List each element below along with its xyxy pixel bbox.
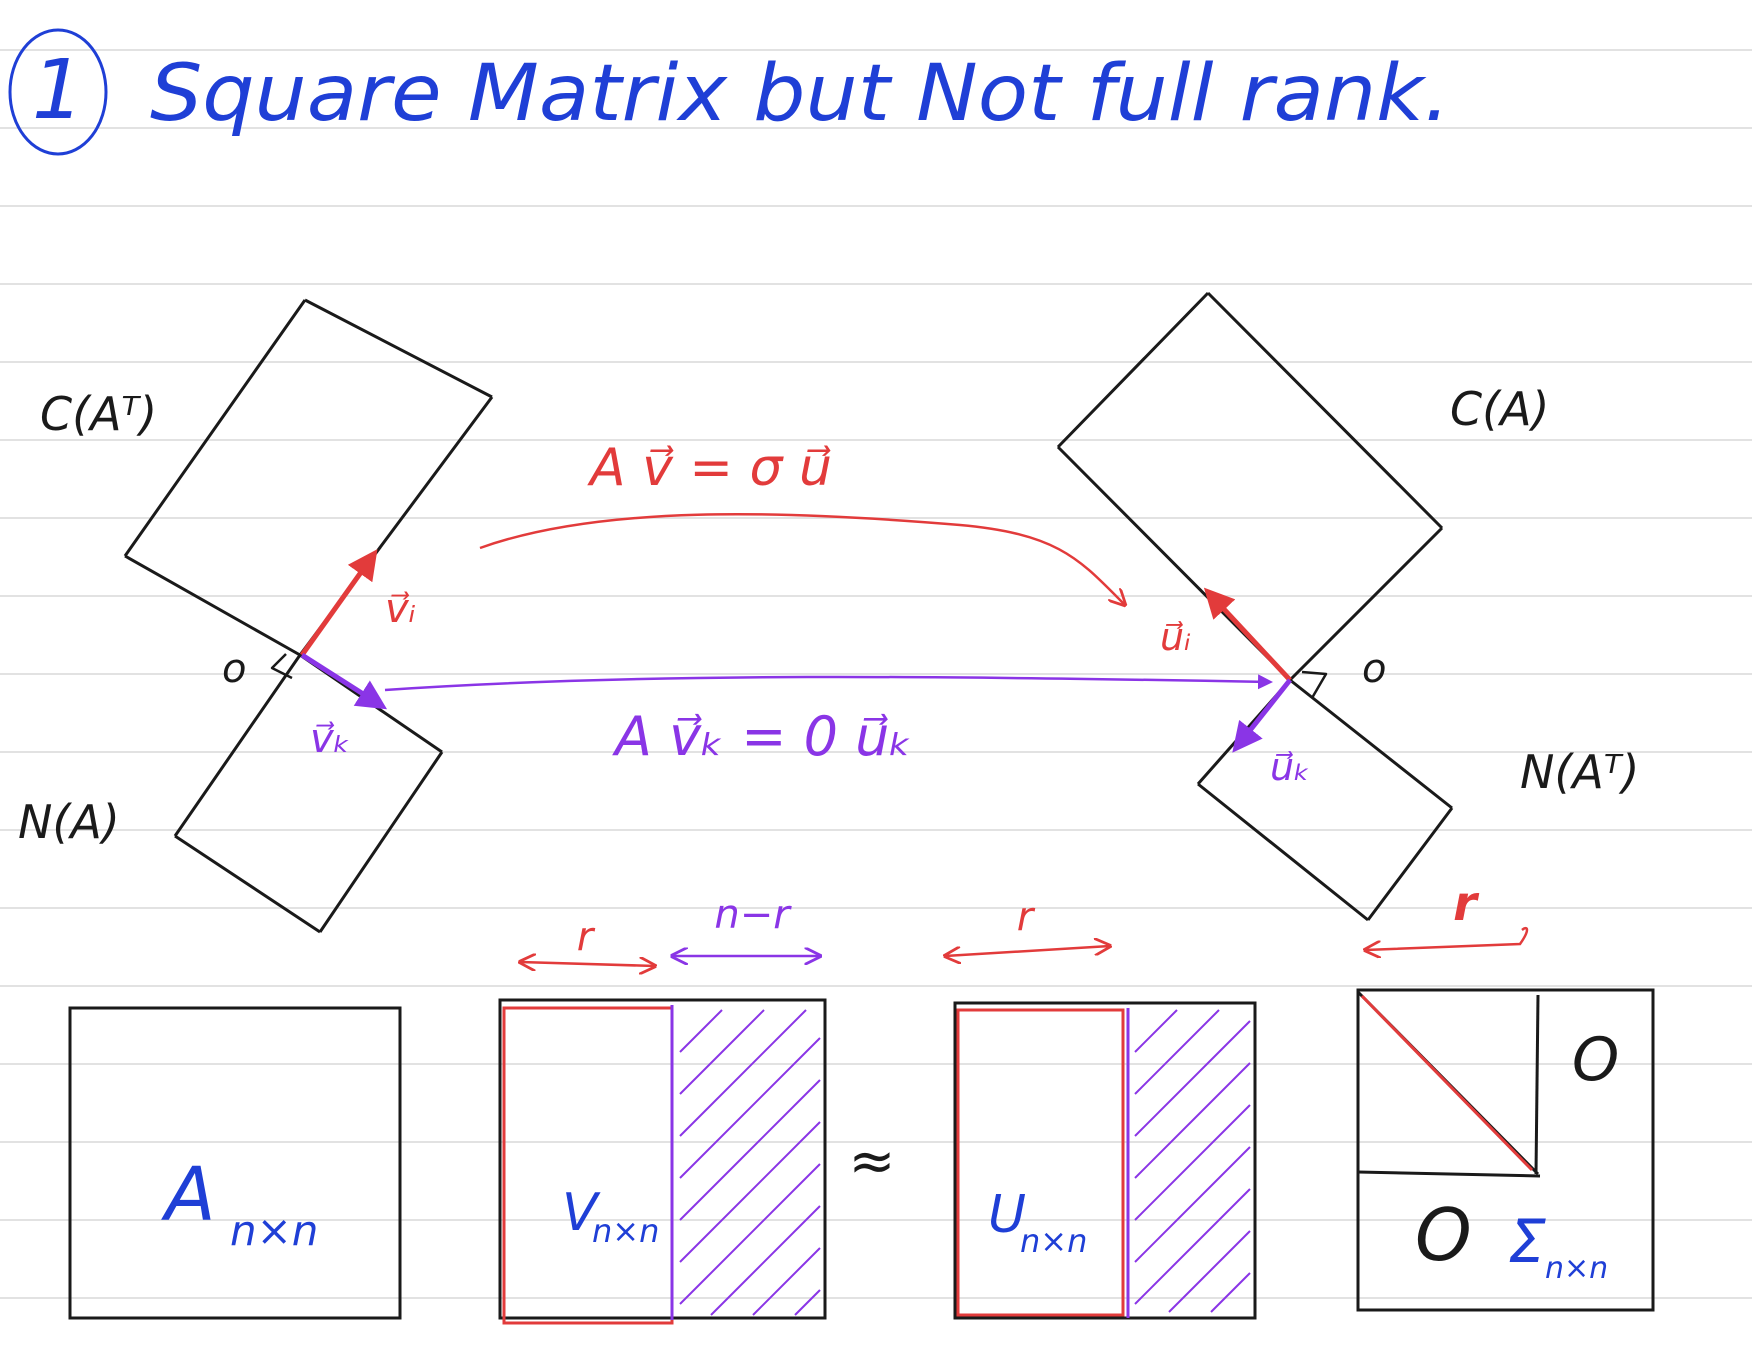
- hatch-line: [679, 1009, 723, 1053]
- matrix-sigma-label: Σ: [1508, 1207, 1546, 1277]
- vector-u-k: [1232, 678, 1292, 753]
- matrix-u-box: [953, 1001, 1257, 1320]
- matrix-a-subscript: n×n: [230, 1206, 318, 1255]
- left-null-space-plane: [1196, 678, 1454, 922]
- hatch-line: [1210, 1272, 1251, 1313]
- vector-u-i: [1203, 587, 1292, 682]
- zero-block-bottom: O: [1415, 1193, 1472, 1277]
- row-space-plane: [123, 298, 494, 657]
- matrix-u-rank-block: [956, 1008, 1125, 1317]
- vector-v-k-label: v⃗ₖ: [310, 716, 351, 762]
- matrix-v-rank-block: [502, 1006, 674, 1325]
- matrix-v: V n×n: [498, 998, 827, 1325]
- sigma-rank-label: r: [1453, 876, 1480, 932]
- null-space-label: N(A): [18, 795, 120, 849]
- left-origin-label: o: [222, 646, 246, 692]
- bottom-equation: A v⃗ₖ = 0 u⃗ₖ: [612, 705, 912, 768]
- u-rank-arrow: [945, 946, 1110, 956]
- u-rank-label: r: [1017, 894, 1036, 940]
- hatch-line: [1134, 1009, 1220, 1095]
- heading-title: Square Matrix but Not full rank.: [150, 49, 1450, 139]
- vector-v-i: [299, 549, 378, 657]
- matrix-sigma-diagonal-highlight: [1360, 994, 1534, 1172]
- null-space-plane: [173, 653, 444, 934]
- hatch-line: [679, 1121, 821, 1263]
- matrix-u-subscript: n×n: [1020, 1222, 1087, 1260]
- right-origin-label: o: [1362, 646, 1386, 692]
- matrix-a-box: [68, 1006, 402, 1320]
- left-null-space-label: N(Aᵀ): [1520, 745, 1639, 799]
- top-equation: A v⃗ = σ u⃗: [587, 438, 832, 498]
- hatch-line: [1134, 1188, 1251, 1305]
- matrix-sigma: O O Σ n×n: [1356, 988, 1655, 1312]
- matrix-sigma-subscript: n×n: [1545, 1251, 1608, 1286]
- number-circle: [8, 28, 108, 156]
- hatch-line: [1168, 1230, 1251, 1313]
- matrix-v-label: V: [562, 1183, 601, 1243]
- v-nullity-label: n−r: [714, 892, 792, 938]
- right-subspaces: [1056, 291, 1454, 922]
- matrix-u-label: U: [988, 1185, 1026, 1245]
- hatch-line: [679, 1037, 821, 1179]
- hatch-line: [794, 1289, 821, 1316]
- row-space-label: C(Aᵀ): [40, 387, 157, 441]
- hatch-line: [679, 1079, 821, 1221]
- matrix-u-null-hatching: [1134, 1009, 1251, 1313]
- matrix-v-null-hatching: [679, 1009, 821, 1316]
- ruled-lines: [0, 49, 1752, 1299]
- vector-v-i-label: v⃗ᵢ: [385, 586, 416, 632]
- matrix-a-label: A: [161, 1152, 216, 1238]
- vector-u-k-label: u⃗ₖ: [1270, 745, 1310, 789]
- v-rank-arrow: [520, 962, 655, 966]
- column-space-label: C(A): [1450, 382, 1549, 436]
- sigma-rank-arrow: [1365, 926, 1529, 950]
- hatch-line: [679, 1009, 765, 1095]
- hatch-line: [752, 1247, 821, 1316]
- vector-u-i-label: u⃗ᵢ: [1160, 615, 1191, 659]
- mapping-arrow-zero: [384, 674, 1273, 692]
- zero-block-top: O: [1572, 1025, 1619, 1095]
- matrix-sigma-hdivider: [1357, 1170, 1541, 1178]
- hatch-line: [710, 1205, 821, 1316]
- right-angle-left: [270, 653, 293, 680]
- right-angle-right: [1301, 670, 1328, 699]
- left-subspaces: [123, 298, 494, 934]
- matrix-v-subscript: n×n: [592, 1212, 659, 1250]
- v-rank-label: r: [577, 914, 596, 960]
- hatch-line: [679, 1009, 807, 1137]
- heading: 1 Square Matrix but Not full rank.: [8, 28, 1450, 156]
- hatch-line: [1134, 1009, 1178, 1053]
- matrix-u: U n×n: [953, 1001, 1257, 1320]
- hatch-line: [1134, 1020, 1251, 1137]
- hatch-line: [1134, 1146, 1251, 1263]
- matrix-sigma-box: [1356, 988, 1655, 1312]
- hatch-line: [1134, 1062, 1251, 1179]
- equals-sign: ≈: [849, 1129, 896, 1194]
- hatch-line: [679, 1163, 821, 1305]
- matrix-v-box: [498, 998, 827, 1320]
- column-space-plane: [1056, 291, 1444, 682]
- matrix-a: A n×n: [68, 1006, 402, 1320]
- hatch-line: [1134, 1104, 1251, 1221]
- matrix-sigma-vdivider: [1534, 994, 1540, 1175]
- mapping-arrow-sigma: [479, 512, 1125, 605]
- heading-number: 1: [32, 43, 84, 138]
- vector-v-k: [300, 652, 388, 710]
